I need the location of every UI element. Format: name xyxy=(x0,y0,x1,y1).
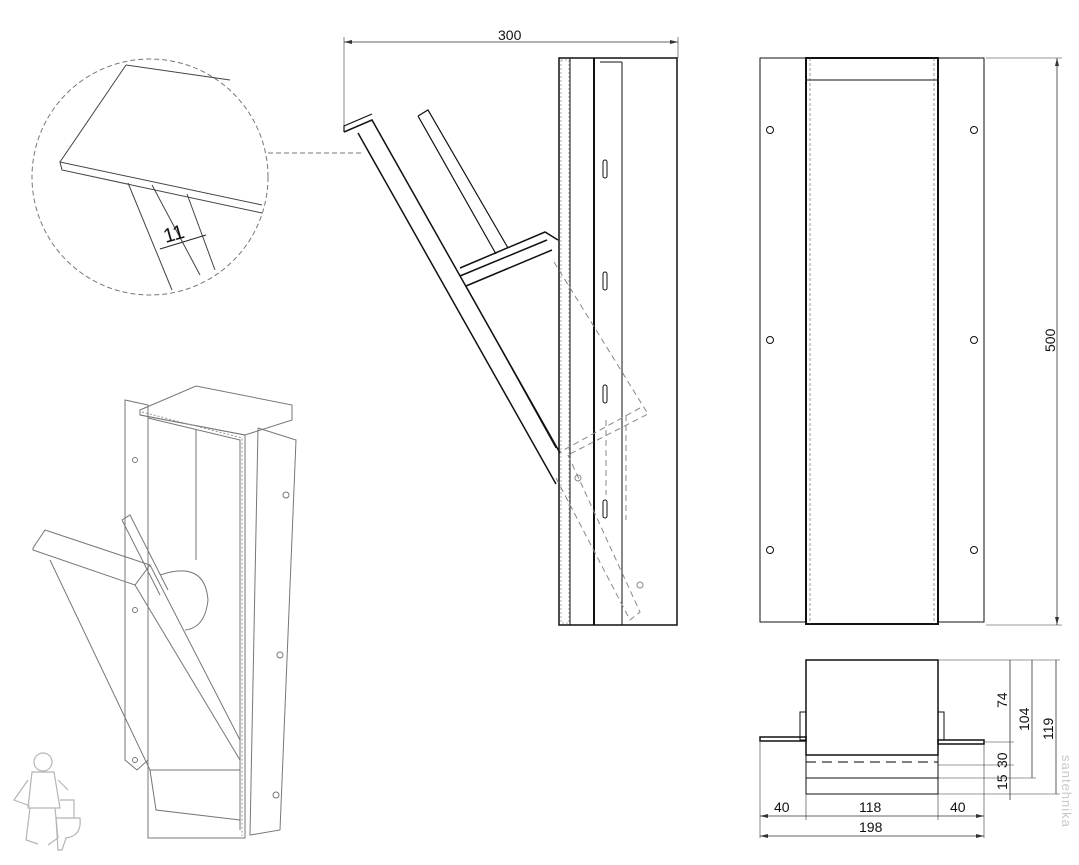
iso-hole-1 xyxy=(282,491,290,499)
side-hopper-rod xyxy=(417,109,509,255)
arrow-198-left xyxy=(760,834,768,838)
iso-hopper-plate xyxy=(32,529,151,586)
front-hole-l2 xyxy=(766,336,774,344)
iso-hopper-side xyxy=(49,559,241,771)
logo-legs xyxy=(25,807,59,846)
iso-top xyxy=(139,385,293,436)
dim-40-left-label: 40 xyxy=(774,799,790,815)
top-lower-box xyxy=(805,777,939,795)
top-flange-right xyxy=(937,739,985,745)
side-slot-3 xyxy=(602,384,608,404)
front-body xyxy=(805,57,939,625)
dim-500-label: 500 xyxy=(1042,328,1058,352)
logo-head xyxy=(33,752,53,772)
arrow-300-left xyxy=(344,40,352,44)
arrow-300-right xyxy=(670,40,678,44)
iso-hole-3 xyxy=(272,791,280,799)
iso-body-inner xyxy=(147,417,241,830)
detail-dim-line xyxy=(159,234,207,250)
arrow-198-right xyxy=(976,834,984,838)
logo-toilet xyxy=(55,799,81,851)
isometric-view xyxy=(32,385,297,839)
side-hopper-shelf xyxy=(459,231,559,287)
front-hole-r2 xyxy=(970,336,978,344)
top-view: 74 104 119 30 15 40 118 40 198 xyxy=(759,659,1060,838)
side-hatch-strip xyxy=(560,59,570,624)
iso-rod xyxy=(121,514,169,596)
dim-40-right-label: 40 xyxy=(950,799,966,815)
dim-15-label: 15 xyxy=(994,774,1010,790)
detail-plate xyxy=(59,64,263,214)
front-view: 500 xyxy=(759,57,1062,626)
side-slot-1 xyxy=(602,159,608,179)
dim-74-label: 74 xyxy=(994,692,1010,708)
side-hopper-back xyxy=(465,285,557,449)
detail-circle xyxy=(31,58,269,296)
arrow-40l-left xyxy=(760,814,768,818)
logo-body xyxy=(27,771,61,809)
top-clip-right xyxy=(937,711,945,741)
front-hole-r3 xyxy=(970,546,978,554)
dim-30-label: 30 xyxy=(994,752,1010,768)
side-hopper-hidden xyxy=(553,261,649,621)
front-hole-r1 xyxy=(970,126,978,134)
plumber-logo xyxy=(13,752,81,851)
detail-leg xyxy=(127,182,216,291)
watermark-text: santehnika xyxy=(1059,755,1074,828)
side-slot-4 xyxy=(602,499,608,519)
arrow-500-top xyxy=(1055,58,1059,66)
side-hopper-plate xyxy=(343,113,373,132)
dim-118-label: 118 xyxy=(859,799,882,815)
arrow-500-bottom xyxy=(1055,617,1059,625)
iso-hopper-bottom xyxy=(149,769,241,821)
dim-104-label: 104 xyxy=(1016,707,1032,731)
top-clip-left xyxy=(799,711,807,741)
iso-hatch-edge xyxy=(141,411,243,836)
dim-300-label: 300 xyxy=(498,27,522,43)
detail-view: 11 xyxy=(31,58,362,296)
arrow-40r-right xyxy=(976,814,984,818)
iso-hole-5 xyxy=(132,607,138,613)
side-hinge xyxy=(636,581,644,589)
iso-bowl xyxy=(159,570,209,631)
side-wall-body xyxy=(558,57,678,626)
side-view: 300 xyxy=(343,27,679,626)
side-slot-2 xyxy=(602,271,608,291)
iso-hole-4 xyxy=(132,457,138,463)
front-hole-l1 xyxy=(766,126,774,134)
iso-hole-2 xyxy=(276,651,284,659)
side-hopper-front xyxy=(343,119,561,485)
iso-side-flange xyxy=(249,427,297,836)
logo-arms xyxy=(13,779,69,807)
front-hole-l3 xyxy=(766,546,774,554)
iso-body-front xyxy=(139,414,246,839)
dim-198-label: 198 xyxy=(859,819,883,835)
iso-back-flange xyxy=(124,399,149,771)
iso-hole-6 xyxy=(132,757,138,763)
side-pivot xyxy=(574,474,582,482)
dim-119-label: 119 xyxy=(1040,717,1056,740)
top-flange-left xyxy=(759,736,807,742)
top-body xyxy=(805,659,939,756)
